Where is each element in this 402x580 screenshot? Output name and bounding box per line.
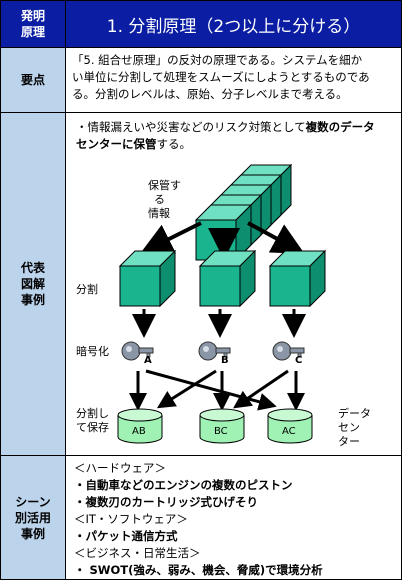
stored-info-line3: 情報 bbox=[148, 207, 170, 220]
page-title-text: 1. 分割原理（2つ以上に分ける） bbox=[106, 16, 361, 37]
scene-item: ・自動車などのエンジンの複数のピストン bbox=[74, 478, 293, 492]
key-label-c: C bbox=[295, 355, 302, 366]
datacenter-line3: ター bbox=[338, 435, 360, 448]
split-storage-diagram: 保管す る 情報 分割 bbox=[76, 163, 375, 448]
store-arrow bbox=[156, 369, 217, 409]
summary-line: 「5. 組合せ原理」の反対の原理である。システムを細か bbox=[72, 53, 363, 67]
split-arrow bbox=[140, 221, 202, 254]
page-title: 1. 分割原理（2つ以上に分ける） bbox=[66, 1, 401, 47]
scene-item: ・パケット通信方式 bbox=[74, 529, 178, 543]
scene-item: ・ SWOT(強み、弱み、機会、脅威)で環境分析 bbox=[74, 563, 323, 577]
example-panel: ・情報漏えいや災害などのリスク対策として複数のデータ センターに保管する。 bbox=[66, 113, 401, 455]
datacenter-label: データ セン ター bbox=[338, 406, 375, 448]
storage-label-ac: AC bbox=[282, 426, 296, 437]
split-store-line2: て保存 bbox=[76, 420, 109, 434]
summary-text: 「5. 組合せ原理」の反対の原理である。システムを細か い単位に分割して処理をス… bbox=[66, 48, 401, 112]
key-icon bbox=[198, 341, 231, 361]
key-icon bbox=[272, 341, 305, 361]
divider bbox=[1, 455, 401, 456]
intro-emphasis: センターに保管 bbox=[76, 137, 157, 151]
split-cube bbox=[198, 249, 257, 308]
split-arrow bbox=[247, 221, 305, 254]
example-intro: ・情報漏えいや災害などのリスク対策として複数のデータ センターに保管する。 bbox=[76, 119, 401, 153]
storage-label-ab: AB bbox=[132, 426, 146, 437]
example-label-text: 代表 図解 事例 bbox=[20, 261, 45, 307]
storage-label-bc: BC bbox=[214, 426, 228, 437]
datacenter-line1: データ bbox=[338, 406, 371, 420]
example-label: 代表 図解 事例 bbox=[1, 113, 66, 455]
scenes-list: ＜ハードウェア＞ ・自動車などのエンジンの複数のピストン ・複数刃のカートリッジ… bbox=[66, 456, 401, 579]
divider bbox=[1, 112, 401, 113]
category-label-text: 発明 原理 bbox=[20, 9, 45, 39]
split-cube bbox=[118, 249, 177, 308]
store-arrow bbox=[233, 369, 289, 409]
divider bbox=[1, 47, 401, 48]
stored-info-stack bbox=[194, 163, 293, 262]
scene-item: ＜ハードウェア＞ bbox=[74, 461, 166, 475]
scenes-label: シーン 別活用 事例 bbox=[1, 456, 66, 579]
storage-cylinder bbox=[267, 408, 313, 444]
split-store-label: 分割し て保存 bbox=[76, 406, 113, 434]
storage-cylinder bbox=[199, 408, 245, 444]
key-label-a: A bbox=[144, 355, 152, 366]
scene-item: ＜IT・ソフトウェア＞ bbox=[74, 512, 188, 526]
category-label: 発明 原理 bbox=[1, 1, 66, 47]
split-label: 分割 bbox=[76, 282, 98, 296]
datacenter-line2: セン bbox=[338, 421, 360, 434]
intro-emphasis: 複数のデータ bbox=[305, 120, 375, 134]
scenes-label-text: シーン 別活用 事例 bbox=[14, 494, 51, 541]
summary-line: る。分割のレベルは、原始、分子レベルまで考える。 bbox=[72, 87, 348, 101]
stored-info-label: 保管す る 情報 bbox=[148, 178, 185, 220]
summary-line: い単位に分割して処理をスムーズにしようとするものであ bbox=[72, 70, 370, 84]
key-icon bbox=[121, 341, 154, 361]
stored-info-line1: 保管す bbox=[148, 178, 181, 192]
stored-info-line2: る bbox=[154, 193, 165, 206]
key-label-b: B bbox=[221, 355, 229, 366]
scene-item: ・複数刃のカートリッジ式ひげそり bbox=[74, 495, 258, 509]
intro-text: する。 bbox=[156, 137, 192, 151]
intro-text: ・情報漏えいや災害などのリスク対策として bbox=[76, 120, 306, 134]
scene-item: ＜ビジネス・日常生活＞ bbox=[74, 546, 201, 560]
summary-label: 要点 bbox=[1, 48, 66, 112]
storage-cylinder bbox=[117, 408, 163, 444]
summary-label-text: 要点 bbox=[20, 73, 45, 87]
split-store-line1: 分割し bbox=[76, 406, 109, 420]
split-cube bbox=[268, 249, 327, 308]
encrypt-label: 暗号化 bbox=[76, 344, 109, 358]
